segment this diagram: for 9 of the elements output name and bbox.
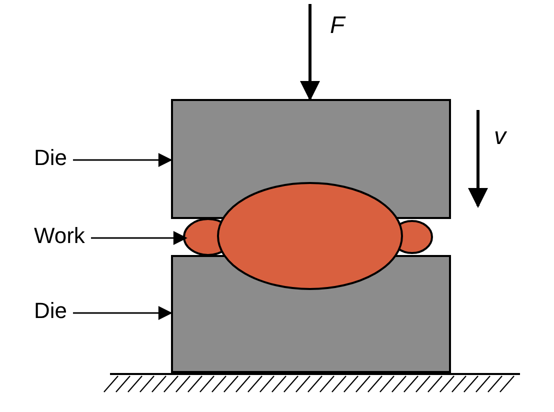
part-label: Die (34, 300, 68, 322)
symbol-label: F (330, 14, 345, 38)
leader-line (91, 231, 188, 245)
workpiece (183, 182, 433, 290)
part-label: Work (34, 225, 85, 247)
leader-line (73, 306, 172, 320)
symbol-label: v (494, 125, 506, 149)
part-label: Die (34, 147, 68, 169)
leader-line (73, 153, 172, 167)
